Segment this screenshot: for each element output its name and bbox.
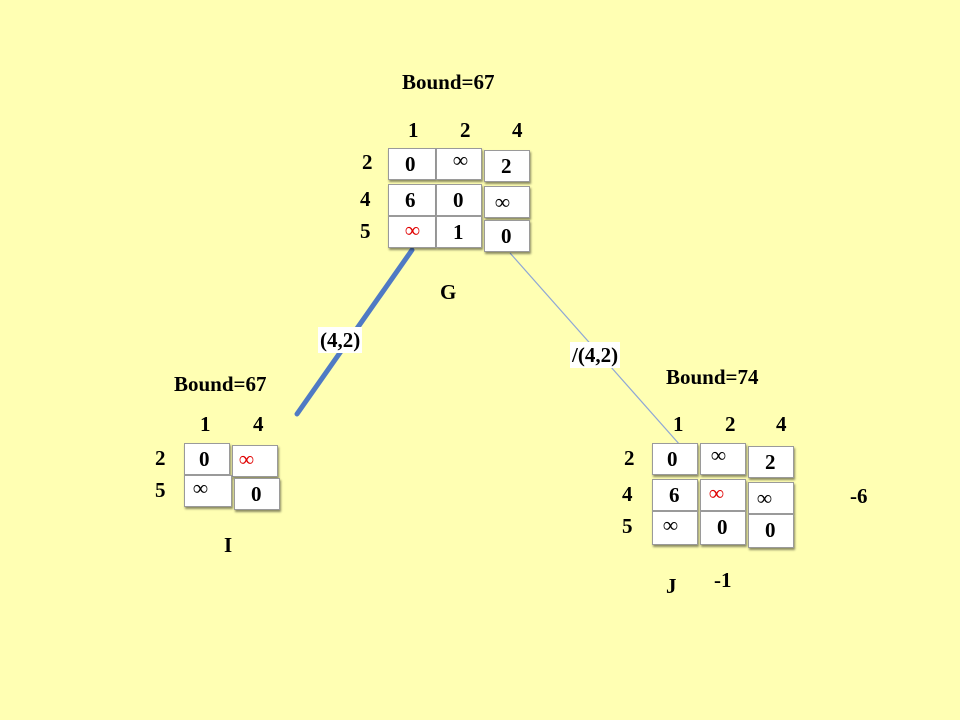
node-g-cell: 0 xyxy=(436,184,482,216)
node-g-col-header: 1 xyxy=(408,118,419,142)
node-g-row-header: 4 xyxy=(360,187,371,211)
node-j-row-header: 5 xyxy=(622,514,633,538)
node-i-cell: ∞ xyxy=(232,445,278,477)
node-j-col-header: 1 xyxy=(673,412,684,436)
node-j-cell: 0 xyxy=(652,443,698,475)
exclude-edge-label: /(4,2) xyxy=(570,342,621,368)
node-g-name: G xyxy=(440,280,457,304)
node-j-name: J xyxy=(666,574,677,598)
node-j-cell: 0 xyxy=(748,514,794,548)
node-j-row-header: 2 xyxy=(624,446,635,470)
node-j-bound: Bound=74 xyxy=(666,365,759,389)
node-i-row-header: 5 xyxy=(155,478,166,502)
node-j-cell: ∞ xyxy=(700,443,746,475)
node-i-cell: 0 xyxy=(234,478,280,510)
node-g-cell: 0 xyxy=(484,220,530,252)
node-i-row-header: 2 xyxy=(155,446,166,470)
node-j-row-header: 4 xyxy=(622,482,633,506)
node-g-bound: Bound=67 xyxy=(402,70,495,94)
node-i-cell: 0 xyxy=(184,443,230,475)
node-j-cell: 0 xyxy=(700,511,746,545)
node-j-col-reduction: -1 xyxy=(714,568,732,592)
node-j-cell: ∞ xyxy=(652,511,698,545)
node-g-cell: 2 xyxy=(484,150,530,182)
node-j-cell: ∞ xyxy=(700,479,746,511)
node-j-col-header: 2 xyxy=(725,412,736,436)
node-j-col-header: 4 xyxy=(776,412,787,436)
node-g-row-header: 2 xyxy=(362,150,373,174)
node-j-cell: ∞ xyxy=(748,482,794,514)
node-i-col-header: 4 xyxy=(253,412,264,436)
node-g-cell: 1 xyxy=(436,216,482,248)
node-i-cell: ∞ xyxy=(184,475,232,507)
node-g-col-header: 4 xyxy=(512,118,523,142)
node-g-cell: 0 xyxy=(388,148,436,180)
include-edge-label: (4,2) xyxy=(318,327,363,353)
node-j-row-reduction: -6 xyxy=(850,484,868,508)
node-g-row-header: 5 xyxy=(360,219,371,243)
node-g-cell: ∞ xyxy=(388,216,436,248)
node-g-col-header: 2 xyxy=(460,118,471,142)
node-g-cell: ∞ xyxy=(436,148,482,180)
node-i-name: I xyxy=(224,533,233,557)
node-g-cell: ∞ xyxy=(484,186,530,218)
node-j-cell: 6 xyxy=(652,479,698,511)
node-i-col-header: 1 xyxy=(200,412,211,436)
node-j-cell: 2 xyxy=(748,446,794,478)
node-i-bound: Bound=67 xyxy=(174,372,267,396)
node-g-cell: 6 xyxy=(388,184,436,216)
